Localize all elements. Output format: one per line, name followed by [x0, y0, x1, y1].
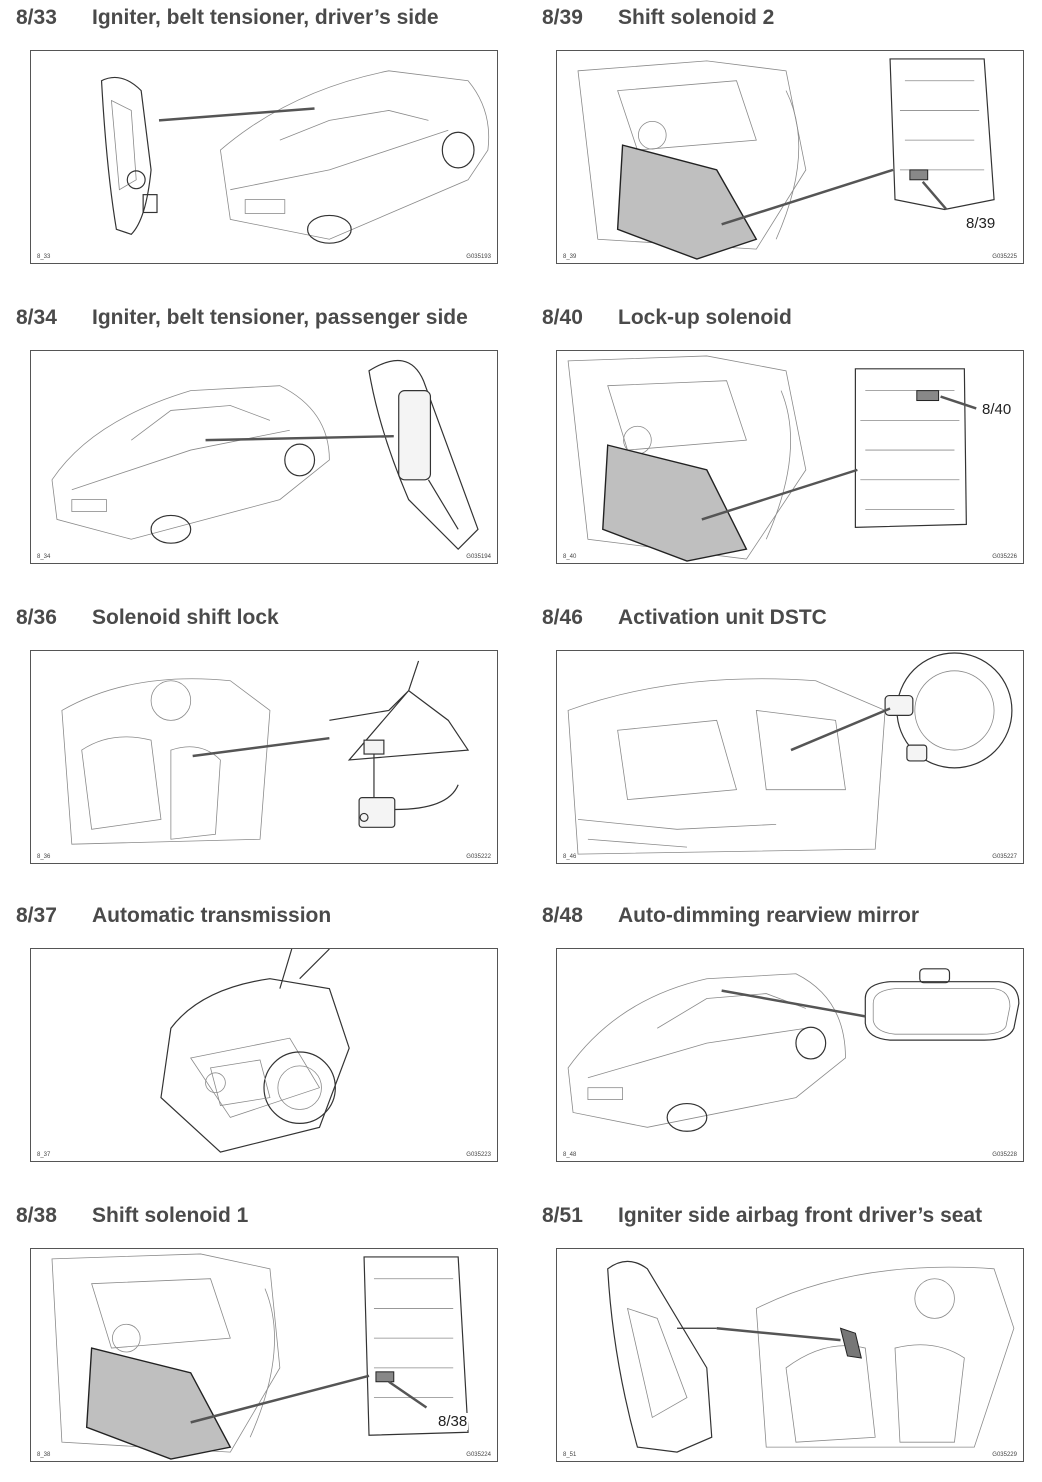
figure-code: 8/38 [16, 1204, 57, 1227]
figure-code: 8/51 [542, 1204, 583, 1227]
figure-code: 8/39 [542, 6, 583, 29]
figure-code: 8/40 [542, 306, 583, 329]
figure-heading: 8/34 Igniter, belt tensioner, passenger … [16, 302, 496, 338]
belt-tensioner-car-illustration [100, 70, 490, 244]
figure-reference: G035229 [992, 1452, 1017, 1458]
figure-id: 8_46 [563, 854, 577, 860]
figure-id: 8_40 [563, 554, 577, 560]
figure-code: 8/46 [542, 606, 583, 629]
figure-panel: 8_33 G035193 [30, 50, 498, 264]
figure-id: 8_48 [563, 1152, 577, 1158]
figure-title: Igniter, belt tensioner, driver’s side [92, 6, 439, 29]
figure-reference: G035194 [466, 554, 491, 560]
dstc-engine-bay-illustration [567, 652, 1013, 855]
figure-heading: 8/33 Igniter, belt tensioner, driver’s s… [16, 2, 496, 38]
transmission-valve-body-illustration [51, 1253, 469, 1460]
figure-heading: 8/40 Lock-up solenoid [542, 302, 1022, 338]
figure-reference: G035228 [992, 1152, 1017, 1158]
figure-id: 8_37 [37, 1152, 51, 1158]
figure-panel: 8_51 G035229 [556, 1248, 1024, 1462]
figure-id: 8_36 [37, 854, 51, 860]
figure-panel: 8_36 G035222 [30, 650, 498, 864]
figure-id: 8_34 [37, 554, 51, 560]
figure-heading: 8/39 Shift solenoid 2 [542, 2, 1022, 38]
rearview-mirror-car-illustration [567, 968, 1020, 1132]
figure-heading: 8/38 Shift solenoid 1 [16, 1200, 496, 1236]
figure-code: 8/37 [16, 904, 57, 927]
belt-tensioner-car-illustration [51, 359, 479, 550]
transmission-valve-body-illustration [567, 355, 977, 562]
solenoid-callout: 8/39 [965, 215, 997, 232]
figure-code: 8/34 [16, 306, 57, 329]
figure-reference: G035193 [466, 254, 491, 260]
figure-title: Automatic transmission [92, 904, 332, 927]
figure-heading: 8/37 Automatic transmission [16, 900, 496, 936]
automatic-transmission-illustration [160, 949, 350, 1153]
figure-code: 8/36 [16, 606, 57, 629]
figure-reference: G035223 [466, 1152, 491, 1158]
figure-title: Igniter, belt tensioner, passenger side [92, 306, 468, 329]
figure-code: 8/48 [542, 904, 583, 927]
figure-panel: 8_48 G035228 [556, 948, 1024, 1162]
figure-title: Activation unit DSTC [618, 606, 827, 629]
solenoid-callout: 8/38 [437, 1413, 469, 1430]
figure-code: 8/33 [16, 6, 57, 29]
figure-panel: 8_46 G035227 [556, 650, 1024, 864]
shift-lock-interior-illustration [61, 660, 470, 845]
figure-heading: 8/36 Solenoid shift lock [16, 602, 496, 638]
figure-panel: 8/39 8_39 G035225 [556, 50, 1024, 264]
figure-panel: 8_37 G035223 [30, 948, 498, 1162]
solenoid-callout: 8/40 [981, 401, 1013, 418]
transmission-valve-body-illustration [577, 58, 995, 260]
figure-title: Lock-up solenoid [618, 306, 792, 329]
figure-panel: 8/40 8_40 G035226 [556, 350, 1024, 564]
figure-panel: 8_34 G035194 [30, 350, 498, 564]
figure-title: Solenoid shift lock [92, 606, 279, 629]
side-airbag-seat-illustration [607, 1260, 1015, 1453]
figure-heading: 8/46 Activation unit DSTC [542, 602, 1022, 638]
figure-reference: G035227 [992, 854, 1017, 860]
figure-id: 8_33 [37, 254, 51, 260]
figure-heading: 8/48 Auto-dimming rearview mirror [542, 900, 1022, 936]
figure-heading: 8/51 Igniter side airbag front driver’s … [542, 1200, 1022, 1236]
figure-title: Auto-dimming rearview mirror [618, 904, 920, 927]
figure-title: Shift solenoid 1 [92, 1204, 249, 1227]
figure-panel: 8/38 8_38 G035224 [30, 1248, 498, 1462]
figure-title: Igniter side airbag front driver’s seat [618, 1204, 983, 1227]
figure-reference: G035222 [466, 854, 491, 860]
figure-id: 8_51 [563, 1452, 577, 1458]
figure-title: Shift solenoid 2 [618, 6, 775, 29]
figure-reference: G035225 [992, 254, 1017, 260]
figure-id: 8_39 [563, 254, 577, 260]
figure-reference: G035224 [466, 1452, 491, 1458]
figure-id: 8_38 [37, 1452, 51, 1458]
figure-reference: G035226 [992, 554, 1017, 560]
